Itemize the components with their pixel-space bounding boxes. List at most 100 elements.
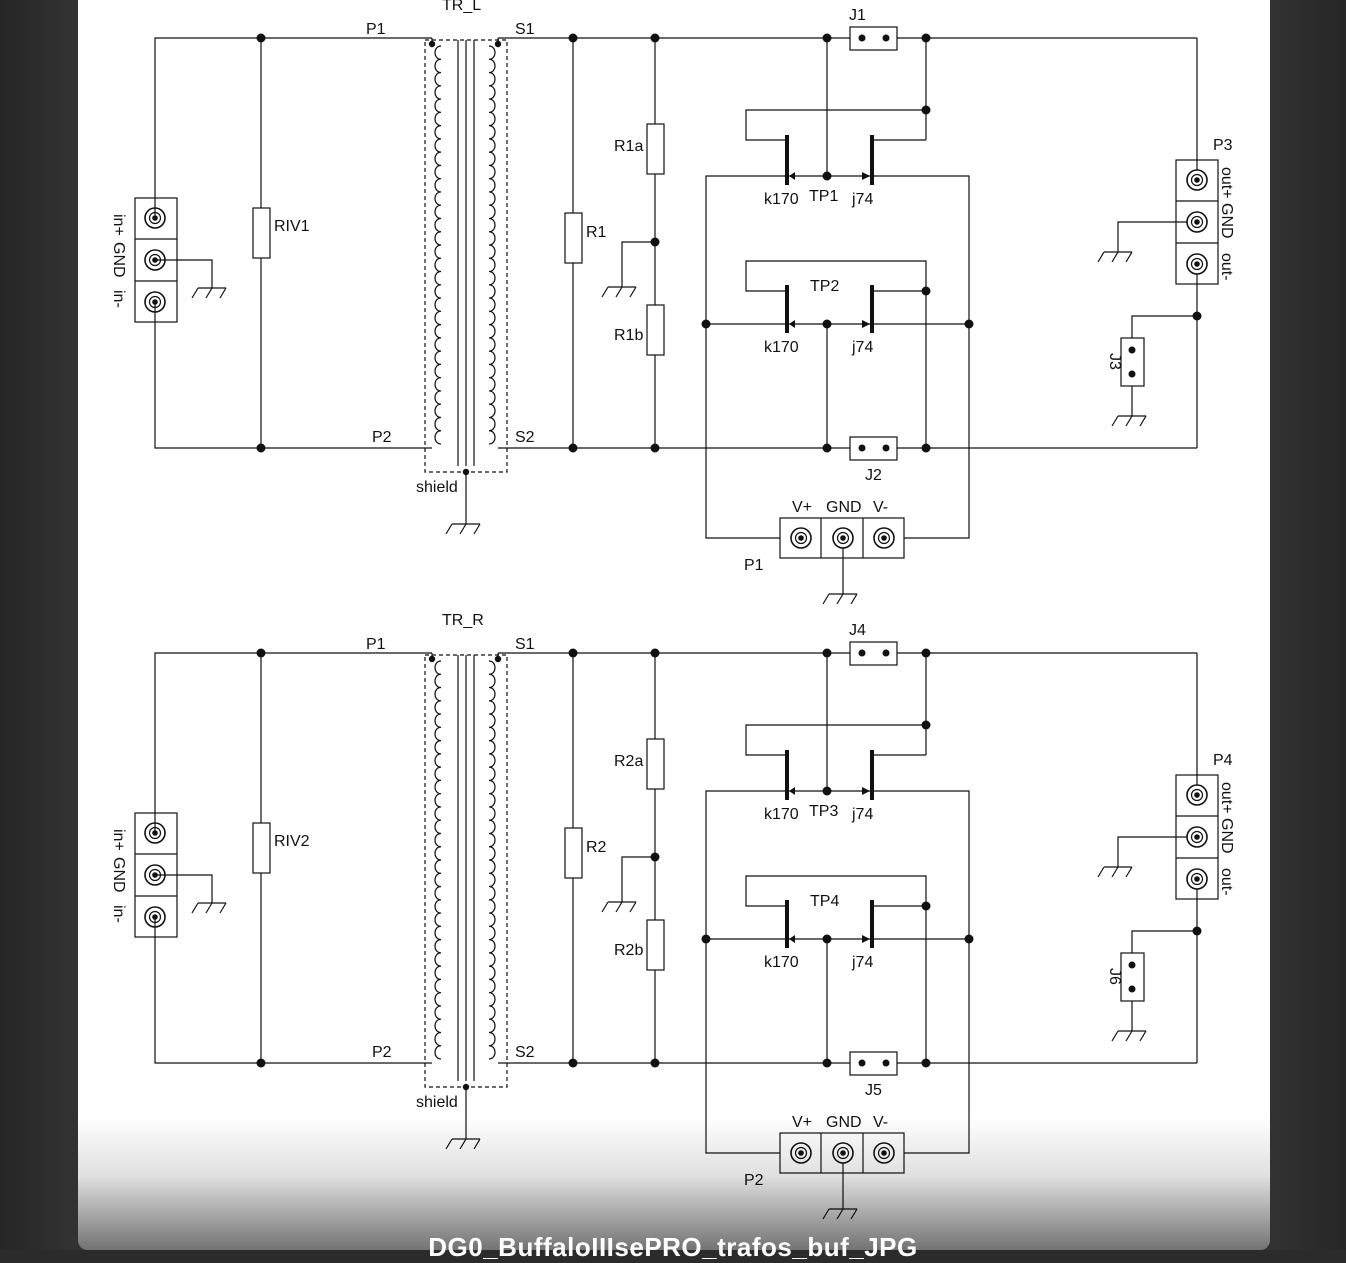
junction-dot: [822, 1058, 832, 1068]
screw-terminal-pin: [1194, 177, 1200, 183]
wire: [705, 790, 787, 939]
wire: [745, 875, 927, 907]
jumper-bottom: [849, 436, 898, 461]
gate-arrow: [789, 320, 795, 328]
ground-symbol: [445, 518, 481, 535]
test-point-top-label: TP1: [809, 188, 838, 205]
wire: [1131, 315, 1197, 338]
screw-terminal-ring: [1190, 830, 1204, 844]
screw-terminal-pin: [1194, 834, 1200, 840]
fet-k170-upper-label: k170: [764, 806, 799, 823]
screw-terminal-ring: [836, 531, 850, 545]
ground-symbol: [822, 588, 858, 605]
junction-dot: [822, 443, 832, 453]
input-minus-label: in-: [110, 905, 127, 923]
ground-hatch: [1125, 1030, 1133, 1042]
resistor-riv: [252, 207, 271, 259]
fet-j74-upper-label: j74: [851, 806, 873, 823]
ground-hatch: [1125, 415, 1133, 427]
ground-hatch: [473, 523, 481, 535]
ground-hatch: [1111, 415, 1119, 427]
ground-symbol: [1111, 1025, 1147, 1042]
gate-arrow: [789, 787, 795, 795]
junction-dot: [1128, 985, 1136, 993]
ground-hatch: [822, 593, 830, 605]
junction-dot: [1128, 370, 1136, 378]
screw-terminal-pin: [1194, 261, 1200, 267]
wire: [155, 874, 213, 897]
output-connector-label: P3: [1213, 137, 1233, 154]
wire: [745, 38, 927, 141]
ground-hatch: [615, 286, 623, 298]
wire: [745, 653, 927, 756]
secondary-winding: [488, 660, 496, 1060]
ground-symbol: [1097, 861, 1133, 878]
file-name-caption: DG0_BuffaloIIIsePRO_trafos_buf_JPG: [428, 1232, 918, 1262]
primary-p1-label: P1: [366, 21, 386, 38]
primary-p1-label: P1: [366, 636, 386, 653]
wire: [872, 175, 970, 324]
transformer-label: TR_R: [442, 612, 484, 629]
jumper-top: [849, 641, 898, 666]
jumper-output: [1120, 337, 1145, 387]
primary-winding: [434, 660, 442, 1060]
wire: [705, 324, 780, 539]
test-point-bottom-label: TP2: [810, 278, 839, 295]
jumper-top-label: J4: [849, 622, 866, 639]
fet-k170-lower-label: k170: [764, 339, 799, 356]
ground-hatch: [1125, 866, 1133, 878]
screw-terminal-ring: [1190, 788, 1204, 802]
screw-terminal-pin: [798, 535, 804, 541]
input-gnd-label: GND: [110, 242, 127, 278]
ground-hatch: [1139, 415, 1147, 427]
resistor-rb-label: R2b: [614, 942, 643, 959]
ground-hatch: [205, 287, 213, 299]
ground-hatch: [601, 901, 609, 913]
secondary-s2-label: S2: [515, 429, 535, 446]
secondary-s2-label: S2: [515, 1044, 535, 1061]
primary-p2-label: P2: [372, 429, 392, 446]
ground-symbol: [191, 897, 227, 914]
jumper-bottom: [849, 1051, 898, 1076]
screw-terminal-ring: [1190, 215, 1204, 229]
gate-arrow: [789, 935, 795, 943]
secondary-s1-label: S1: [515, 21, 535, 38]
output-minus-label: out-: [1218, 868, 1235, 896]
screw-terminal-ring: [877, 531, 891, 545]
ground-hatch: [445, 523, 453, 535]
output-plus-label: out+: [1218, 782, 1235, 814]
test-point-bottom-label: TP4: [810, 893, 839, 910]
resistor-r: [564, 212, 583, 264]
jumper-top-label: J1: [849, 7, 866, 24]
resistor-rb: [646, 919, 665, 971]
ground-hatch: [615, 901, 623, 913]
screw-terminal-pin: [1194, 876, 1200, 882]
ground-hatch: [1111, 866, 1119, 878]
ground-symbol: [191, 282, 227, 299]
output-gnd-label: GND: [1218, 818, 1235, 854]
jumper-bottom-label: J2: [865, 467, 882, 484]
ground-hatch: [629, 901, 637, 913]
output-minus-label: out-: [1218, 253, 1235, 281]
junction-dot: [1128, 346, 1136, 354]
input-minus-label: in-: [110, 290, 127, 308]
wire: [872, 790, 970, 939]
screw-terminal-pin: [881, 535, 887, 541]
wire: [154, 917, 432, 1064]
junction-dot: [882, 1059, 890, 1067]
wire: [154, 302, 432, 449]
primary-p2-label: P2: [372, 1044, 392, 1061]
screw-terminal-ring: [1190, 173, 1204, 187]
junction-dot: [822, 786, 832, 796]
screw-terminal-ring: [1190, 872, 1204, 886]
resistor-r: [564, 827, 583, 879]
junction-dot: [882, 444, 890, 452]
gate-arrow: [862, 320, 870, 328]
channel-1: in+GNDin-RIV1P1P2TR_LshieldS1S2R1R1aR1bk…: [110, 0, 1235, 605]
wire: [154, 652, 432, 833]
ground-hatch: [219, 287, 227, 299]
input-gnd-label: GND: [110, 857, 127, 893]
ground-hatch: [191, 902, 199, 914]
ground-hatch: [836, 593, 844, 605]
wire: [155, 259, 213, 282]
